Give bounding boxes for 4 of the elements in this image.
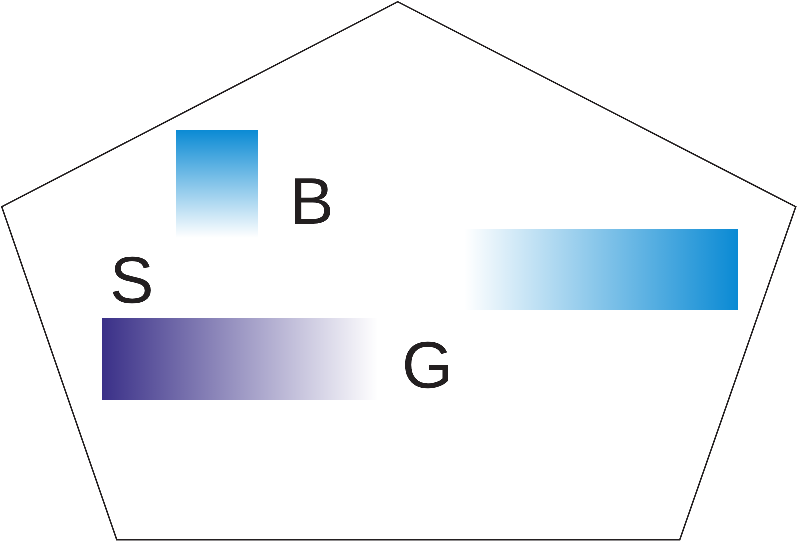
- letter-label: S: [110, 247, 154, 313]
- letter-label: G: [402, 332, 454, 398]
- letter-label: B: [290, 168, 334, 234]
- gradient-bar: [176, 130, 258, 238]
